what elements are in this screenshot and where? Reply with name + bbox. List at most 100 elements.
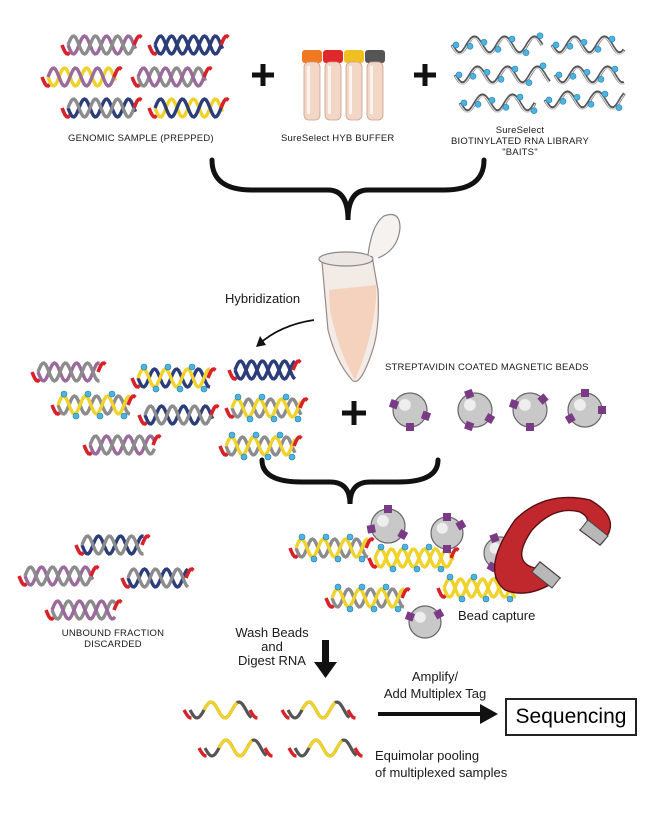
biotin-dot bbox=[252, 431, 260, 439]
streptavidin-tab bbox=[489, 532, 500, 544]
biotin-dot bbox=[455, 71, 463, 79]
genomic-helix bbox=[40, 66, 123, 88]
biotin-dot bbox=[270, 415, 278, 423]
streptavidin-tab bbox=[388, 399, 400, 410]
biotin-dot bbox=[594, 46, 602, 53]
biotin-dot bbox=[140, 363, 148, 371]
biotin-dot bbox=[346, 605, 354, 613]
magnetic-bead bbox=[366, 505, 409, 544]
rna-bait bbox=[450, 32, 544, 56]
biotin-dot bbox=[322, 533, 330, 541]
genomic-helix bbox=[60, 34, 143, 56]
biotin-dot bbox=[377, 543, 385, 551]
streptavidin-tab bbox=[397, 529, 409, 540]
amplify-label-2: Add Multiplex Tag bbox=[383, 686, 487, 701]
biotin-dot bbox=[552, 41, 560, 49]
biotin-dot bbox=[446, 573, 454, 581]
right-arrow-shaft bbox=[378, 712, 483, 716]
biotin-dot bbox=[108, 390, 116, 398]
biotin-dot bbox=[152, 385, 160, 393]
magnet-icon bbox=[493, 496, 612, 594]
biotin-dot bbox=[615, 104, 623, 111]
tube-cap bbox=[344, 50, 364, 63]
magnet-body bbox=[493, 496, 612, 594]
biotin-dot bbox=[474, 100, 482, 108]
buffer-tube bbox=[344, 50, 364, 121]
biotin-dot bbox=[502, 104, 510, 111]
biotin-dot bbox=[294, 415, 302, 423]
biotin-dot bbox=[573, 93, 581, 101]
biotin-dot bbox=[601, 90, 609, 98]
genomic-helix bbox=[137, 404, 220, 426]
biotin-dot bbox=[120, 412, 128, 420]
rna-bait bbox=[453, 62, 551, 86]
streptavidin-tab bbox=[537, 393, 549, 405]
biotin-dot bbox=[370, 605, 378, 613]
hybrid-helix bbox=[367, 543, 460, 573]
hybridization-arrow-head bbox=[256, 336, 266, 347]
streptavidin-tab bbox=[420, 410, 432, 421]
streptavidin-tab bbox=[406, 423, 414, 431]
biotin-dot bbox=[176, 385, 184, 393]
biotin-dot bbox=[358, 583, 366, 591]
unbound-label-1: UNBOUND FRACTION bbox=[61, 628, 165, 639]
streptavidin-tab bbox=[433, 608, 445, 620]
hybridization-arrow-line bbox=[257, 319, 315, 346]
streptavidin-tab bbox=[464, 388, 475, 400]
rna-bait bbox=[543, 90, 626, 111]
biotin-dot bbox=[96, 412, 104, 420]
tube-body bbox=[366, 61, 384, 121]
plus-signs bbox=[252, 64, 436, 425]
biotin-dot bbox=[389, 565, 397, 573]
amplify-label-1: Amplify/ bbox=[411, 669, 459, 684]
final-library-group bbox=[182, 700, 363, 758]
biotin-dot bbox=[382, 583, 390, 591]
biotin-dot bbox=[545, 96, 553, 104]
hybrid-helix bbox=[324, 583, 411, 613]
hybridization-label: Hybridization bbox=[225, 291, 301, 306]
biotin-dot bbox=[276, 431, 284, 439]
biotin-dot bbox=[346, 533, 354, 541]
pooling-label-1: Equimolar pooling bbox=[375, 748, 480, 763]
biotin-dot bbox=[470, 573, 478, 581]
right-arrow-head bbox=[480, 704, 498, 724]
streptavidin-tab bbox=[526, 423, 534, 431]
streptavidin-tab bbox=[598, 406, 606, 414]
biotin-dot bbox=[394, 605, 402, 613]
tube-rim bbox=[318, 251, 374, 267]
biotin-dot bbox=[334, 583, 342, 591]
hybrid-helix bbox=[224, 393, 309, 423]
bead-capture-label: Bead capture bbox=[458, 608, 536, 623]
biotin-dot bbox=[569, 72, 577, 80]
biotin-dot bbox=[525, 79, 533, 86]
biotin-dot bbox=[488, 96, 496, 104]
plus-sign bbox=[252, 64, 274, 86]
magnetic-bead bbox=[457, 388, 496, 432]
pooling-label-2: of multiplexed samples bbox=[375, 765, 508, 780]
buffer-tube bbox=[323, 50, 343, 121]
biotin-dot bbox=[358, 555, 366, 563]
biotin-dot bbox=[164, 363, 172, 371]
biotin-dot bbox=[84, 390, 92, 398]
genomic-helix bbox=[82, 434, 162, 456]
biotin-dot bbox=[566, 42, 574, 50]
genomic-sample-label: GENOMIC SAMPLE (PREPPED) bbox=[68, 133, 214, 144]
streptavidin-tab bbox=[366, 524, 376, 534]
baits-label-3: "BAITS" bbox=[502, 147, 538, 158]
biotin-dot bbox=[228, 431, 236, 439]
biotin-dot bbox=[334, 555, 342, 563]
biotin-dot bbox=[240, 453, 248, 461]
single-strand bbox=[197, 738, 273, 758]
biotin-dot bbox=[494, 46, 502, 53]
biotin-dot bbox=[555, 71, 563, 79]
biotin-dot bbox=[437, 565, 445, 573]
biotin-dot bbox=[611, 65, 619, 73]
genomic-helix bbox=[147, 97, 230, 119]
streptavidin-tab bbox=[508, 399, 520, 410]
merge-braces bbox=[209, 157, 487, 505]
buffer-tube bbox=[302, 50, 322, 121]
biotin-dot bbox=[497, 76, 505, 83]
wash-label-1: Wash Beads bbox=[235, 625, 309, 640]
genomic-helix bbox=[30, 361, 107, 383]
biotin-dot bbox=[458, 595, 466, 603]
